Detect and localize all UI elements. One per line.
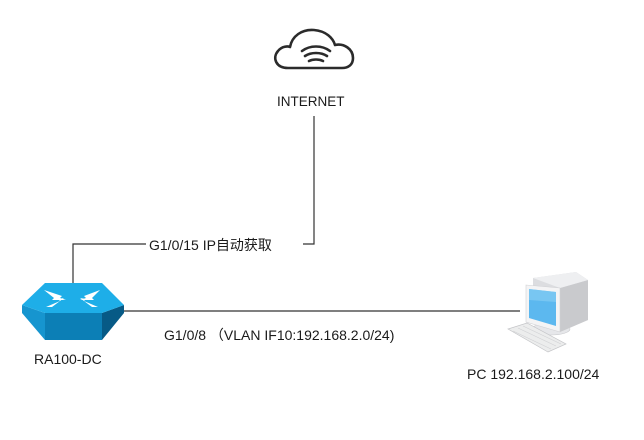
lan-port-label: G1/0/8 （VLAN IF10:192.168.2.0/24) — [164, 327, 395, 343]
link-router-internet — [72, 116, 315, 283]
router-left-face — [22, 305, 45, 340]
router-arrows — [44, 290, 100, 307]
pc-label: PC 192.168.2.100/24 — [467, 366, 600, 382]
link-router-internet-line-right — [303, 116, 315, 245]
internet-label: INTERNET — [277, 94, 345, 109]
router-label: RA100-DC — [34, 351, 102, 367]
wan-port-label: G1/0/15 IP自动获取 — [148, 237, 273, 253]
router-top-face — [22, 283, 124, 313]
cloud-wifi-icon — [274, 28, 355, 70]
desktop-pc-icon — [507, 272, 588, 353]
router-side-face — [102, 305, 124, 340]
router-icon — [22, 283, 124, 340]
router-front-face — [45, 313, 102, 340]
link-router-internet-line — [72, 243, 146, 283]
